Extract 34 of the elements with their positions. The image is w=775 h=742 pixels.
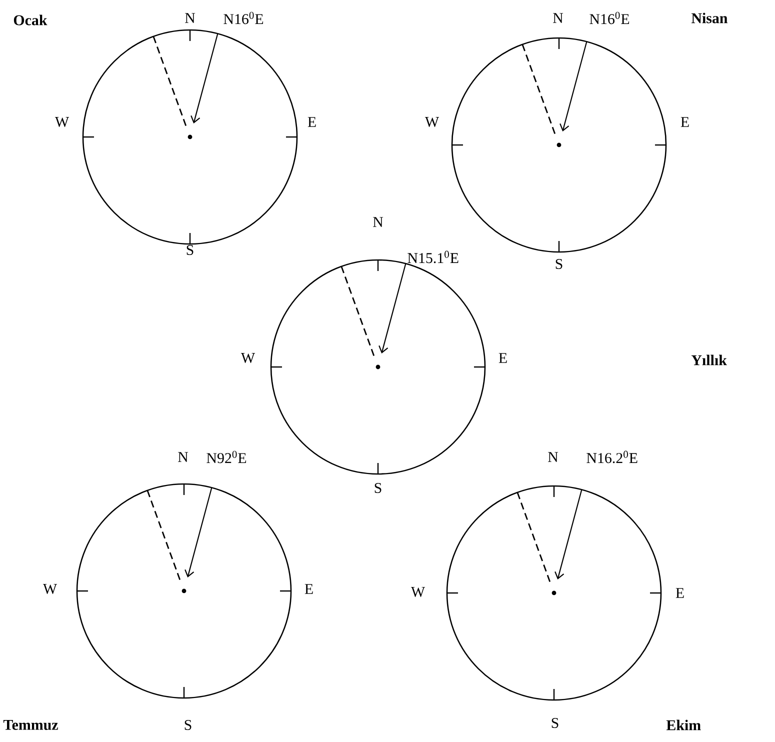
month-label: Ocak bbox=[14, 14, 48, 26]
direction-label: W bbox=[42, 584, 58, 594]
bearing-label: N16$^{0}$E bbox=[590, 12, 630, 24]
direction-label: W bbox=[54, 116, 70, 127]
direction-label: S bbox=[374, 482, 382, 493]
direction-label: W bbox=[240, 352, 256, 363]
direction-label: W bbox=[424, 116, 440, 127]
direction-label: S bbox=[552, 718, 558, 728]
period-label: Yıllık bbox=[691, 354, 727, 366]
compass-circle bbox=[446, 485, 662, 701]
month-label: Ekim bbox=[666, 720, 701, 730]
compass-circle bbox=[76, 483, 292, 699]
bearing-label: N16.2$^{0}$E bbox=[586, 450, 638, 464]
direction-label: N bbox=[178, 452, 188, 462]
direction-label: S bbox=[184, 720, 192, 730]
direction-label: S bbox=[556, 258, 562, 269]
direction-label: E bbox=[308, 117, 316, 127]
bearing-label: N16$^{0}$E bbox=[224, 12, 264, 24]
direction-label: N bbox=[185, 13, 196, 23]
direction-label: N bbox=[553, 13, 564, 23]
direction-label: E bbox=[304, 584, 313, 594]
compass-circle bbox=[82, 29, 298, 245]
bearing-label: N92$^{0}$E bbox=[206, 450, 246, 464]
direction-label: E bbox=[680, 117, 689, 127]
compass-circle bbox=[451, 37, 667, 253]
direction-label: N bbox=[548, 452, 558, 462]
bearing-label: N15.1$^{0}$E bbox=[408, 250, 458, 264]
direction-label: S bbox=[186, 244, 194, 255]
direction-label: E bbox=[676, 588, 684, 598]
direction-label: E bbox=[498, 353, 507, 363]
month-label: Temmuz bbox=[3, 720, 58, 730]
direction-label: N bbox=[373, 217, 384, 227]
month-label: Nisan bbox=[691, 12, 728, 24]
direction-label: W bbox=[410, 586, 426, 597]
